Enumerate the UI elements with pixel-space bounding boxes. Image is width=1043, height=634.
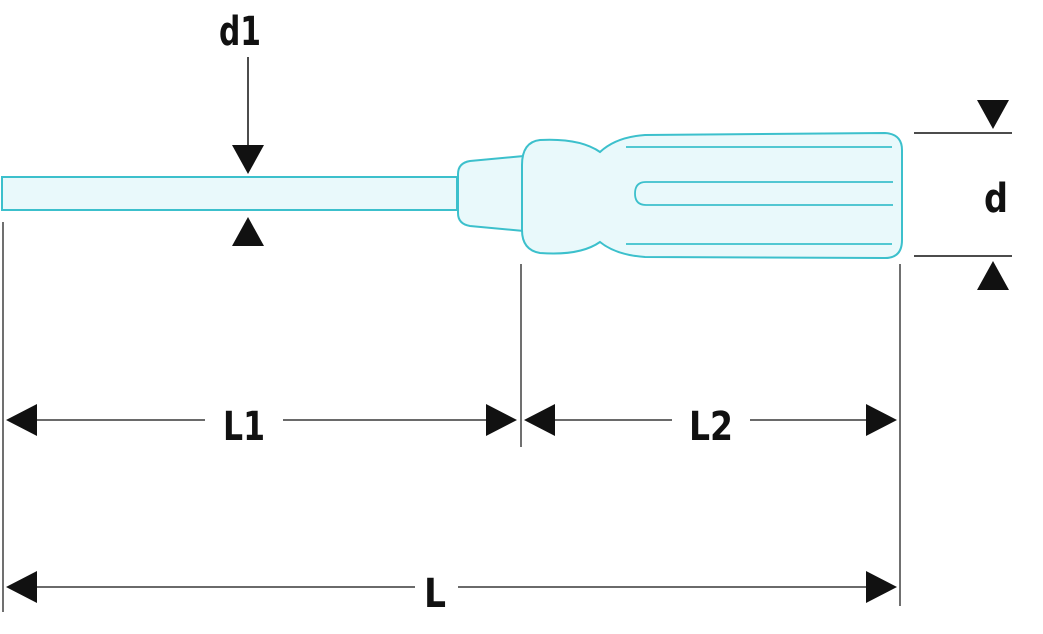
extension-lines <box>2 222 901 612</box>
l-arrow-right <box>866 571 897 603</box>
l-label: L <box>424 571 446 617</box>
d1-label: d1 <box>219 9 261 55</box>
l2-arrow-right <box>866 404 897 436</box>
d-arrow-up <box>977 261 1009 290</box>
screwdriver-handle <box>521 131 903 260</box>
d-arrow-down <box>977 100 1009 129</box>
l2-label: L2 <box>689 404 733 450</box>
d1-dimension: d1 <box>219 9 264 246</box>
d-label: d <box>984 176 1008 222</box>
handle-groove-middle <box>634 181 893 206</box>
l1-arrow-right <box>486 404 517 436</box>
l-dimension: L <box>6 571 897 617</box>
l-arrow-left <box>6 571 37 603</box>
l1-arrow-left <box>6 404 37 436</box>
l1-label: L1 <box>223 404 265 450</box>
l2-arrow-left <box>524 404 555 436</box>
d1-arrow-up <box>232 217 264 246</box>
l1-dimension: L1 <box>6 404 517 450</box>
screwdriver-drawing <box>1 131 903 260</box>
screwdriver-ferrule <box>457 154 525 233</box>
d-dimension: d <box>914 100 1012 290</box>
l2-dimension: L2 <box>524 404 897 450</box>
d1-arrow-down <box>232 145 264 174</box>
screwdriver-blade <box>1 176 458 211</box>
